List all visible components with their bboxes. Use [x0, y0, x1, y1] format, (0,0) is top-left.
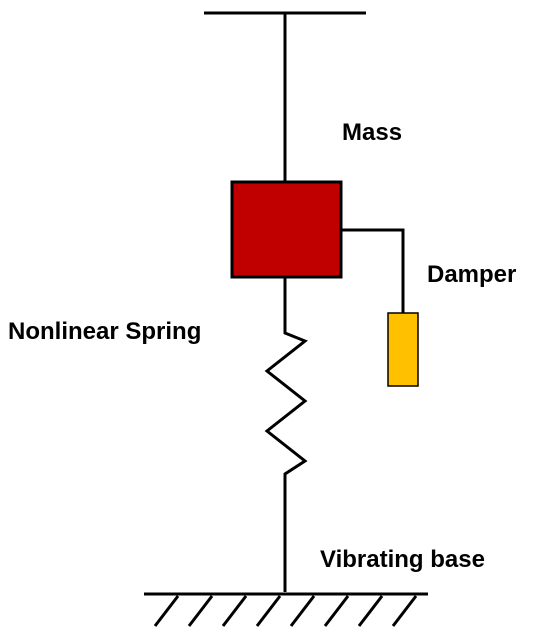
base-label: Vibrating base [320, 546, 485, 573]
damper-label: Damper [427, 261, 516, 288]
base-hatching [153, 595, 418, 627]
mass-block [230, 180, 343, 279]
damper-body [387, 312, 419, 387]
mass-label: Mass [342, 119, 402, 146]
nonlinear-spring [264, 277, 308, 592]
damper-connector [341, 228, 405, 313]
spring-label: Nonlinear Spring [8, 318, 201, 345]
